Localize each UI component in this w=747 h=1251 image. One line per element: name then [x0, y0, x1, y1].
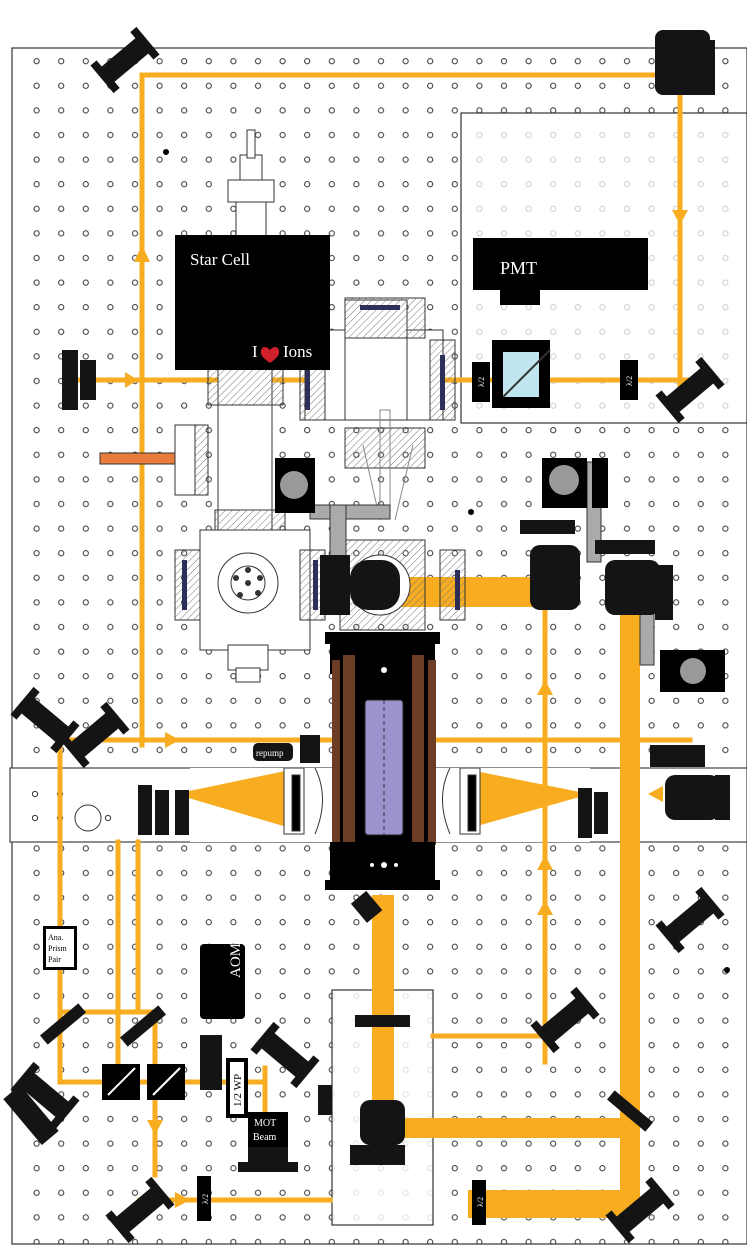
svg-text:Ions: Ions — [283, 342, 312, 361]
waveplate-label-4: λ/2 — [476, 1197, 485, 1207]
star-cell-label: Star Cell — [190, 250, 250, 269]
waveplate-label-3: λ/2 — [201, 1194, 210, 1204]
waveplate-label-1: λ/2 — [477, 377, 486, 387]
aom-label: AOM — [228, 943, 244, 978]
svg-text:I: I — [252, 342, 258, 361]
pmt-label: PMT — [500, 258, 537, 278]
prism-pair-label-2: Prism — [48, 944, 67, 953]
heater-rod — [100, 453, 180, 464]
repump-label: repump — [256, 748, 284, 758]
mot-beam-label-1: MOT — [254, 1118, 276, 1129]
mot-chamber — [325, 632, 440, 890]
half-waveplate-label: 1/2 WP — [232, 1074, 244, 1107]
prism-pair-label-3: Pair — [48, 955, 61, 964]
rail-large-hole — [75, 805, 101, 831]
prism-pair-label-1: Ana. — [48, 933, 63, 942]
mot-beam-label-2: Beam — [253, 1132, 277, 1143]
waveplate-label-2: λ/2 — [625, 376, 634, 386]
